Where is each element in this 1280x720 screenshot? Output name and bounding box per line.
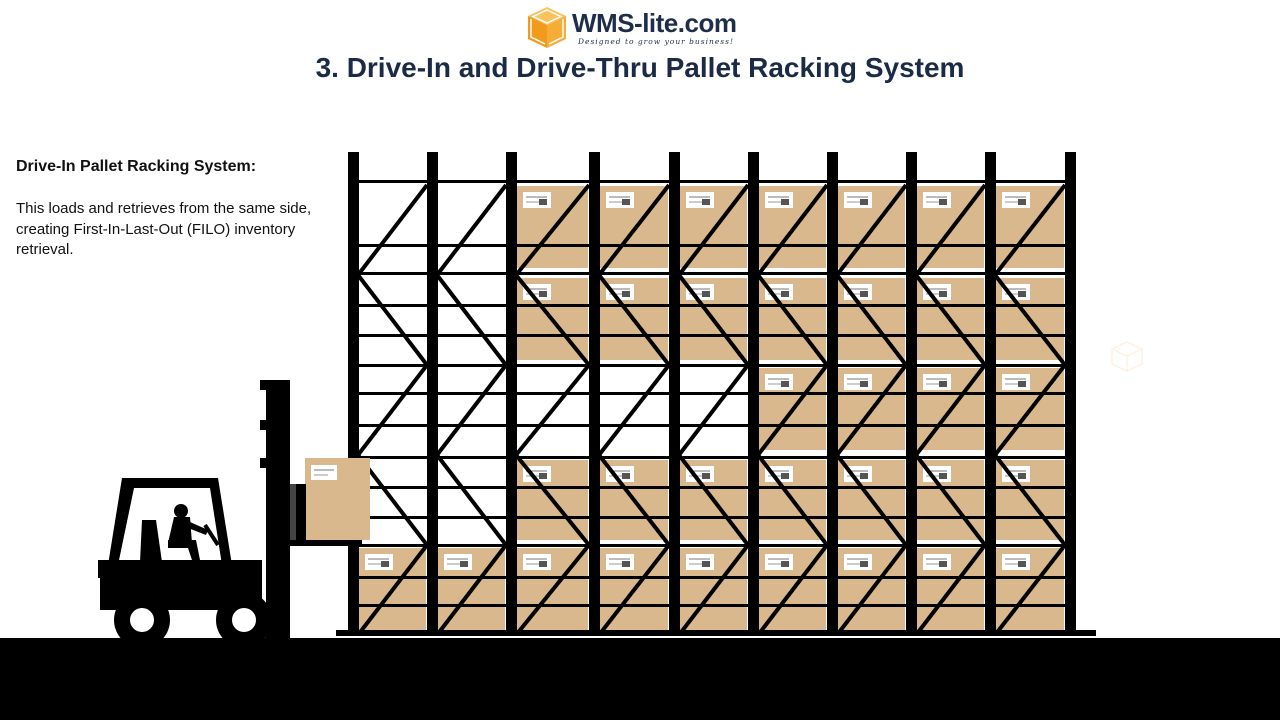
- rack-brace: [514, 543, 591, 637]
- rack-brace: [835, 543, 908, 637]
- rack-brace: [993, 453, 1067, 547]
- rack-upright: [589, 152, 600, 632]
- rack-brace: [597, 273, 671, 367]
- rack-brace: [514, 273, 591, 367]
- rack-brace: [835, 273, 908, 367]
- rack-brace: [993, 183, 1067, 277]
- rack-brace: [756, 183, 829, 277]
- rack-brace: [914, 453, 987, 547]
- rack-brace: [435, 543, 508, 637]
- rack-brace: [677, 453, 750, 547]
- rack-brace: [597, 363, 671, 457]
- rack-beam: [353, 486, 1070, 489]
- brand-logo: WMS-lite.com Designed to grow your busin…: [526, 4, 756, 50]
- rack-brace: [914, 273, 987, 367]
- rack-beam: [353, 272, 1070, 275]
- rack-beam: [353, 516, 1070, 519]
- rack-brace: [597, 453, 671, 547]
- rack-braces: [356, 183, 1067, 637]
- rack-brace: [835, 183, 908, 277]
- rack-brace: [677, 183, 750, 277]
- description-heading: Drive-In Pallet Racking System:: [16, 158, 257, 175]
- rack-beam: [353, 576, 1070, 579]
- rack-brace: [435, 273, 508, 367]
- rack-beam: [353, 180, 1070, 183]
- rack-brace: [993, 363, 1067, 457]
- rack-beams: [353, 180, 1070, 607]
- rack-brace: [597, 183, 671, 277]
- pallet-boxes: [359, 186, 1064, 630]
- rack-brace: [756, 453, 829, 547]
- rack-brace: [835, 363, 908, 457]
- rack-upright: [985, 152, 996, 632]
- rack-brace: [356, 183, 429, 277]
- logo-wordmark: WMS-lite.com: [572, 8, 737, 38]
- rack-upright: [827, 152, 838, 632]
- rack-beam: [353, 364, 1070, 367]
- rack-upright: [748, 152, 759, 632]
- rack-brace: [514, 183, 591, 277]
- rack-beam: [353, 456, 1070, 459]
- rack-brace: [914, 183, 987, 277]
- rack-brace: [356, 543, 429, 637]
- rack-brace: [677, 363, 750, 457]
- rack-upright: [506, 152, 517, 632]
- rack-beam: [353, 334, 1070, 337]
- rack-upright: [348, 152, 359, 632]
- rack-brace: [914, 543, 987, 637]
- rack-upright: [906, 152, 917, 632]
- rack-upright: [427, 152, 438, 632]
- rack-brace: [835, 453, 908, 547]
- rack-brace: [514, 363, 591, 457]
- rack-upright: [669, 152, 680, 632]
- description-body: This loads and retrieves from the same s…: [16, 200, 312, 258]
- rack-brace: [677, 543, 750, 637]
- rack-brace: [993, 273, 1067, 367]
- box-icon: [528, 7, 566, 48]
- rack-brace: [914, 363, 987, 457]
- rack-brace: [756, 363, 829, 457]
- rack-brace: [356, 273, 429, 367]
- rack-brace: [756, 273, 829, 367]
- rack-floor-rail: [336, 630, 1096, 636]
- rack-beam: [353, 424, 1070, 427]
- rack-brace: [597, 543, 671, 637]
- rack-beam: [353, 604, 1070, 607]
- rack-brace: [435, 183, 508, 277]
- rack-beam: [353, 304, 1070, 307]
- rack-beam: [353, 544, 1070, 547]
- rack-uprights: [348, 152, 1076, 632]
- forklift-icon: [98, 380, 370, 648]
- rack-beam: [353, 244, 1070, 247]
- watermark-box-icon: [1110, 341, 1144, 372]
- logo-tagline: Designed to grow your business!: [578, 37, 734, 46]
- rack-brace: [993, 543, 1067, 637]
- rack-brace: [756, 543, 829, 637]
- page-title: 3. Drive-In and Drive-Thru Pallet Rackin…: [315, 52, 965, 83]
- rack-brace: [435, 363, 508, 457]
- rack-upright: [1065, 152, 1076, 632]
- ground-strip: [0, 638, 1280, 720]
- rack-brace: [435, 453, 508, 547]
- rack-brace: [514, 453, 591, 547]
- rack-beam: [353, 392, 1070, 395]
- rack-brace: [356, 363, 429, 457]
- rack-brace: [677, 273, 750, 367]
